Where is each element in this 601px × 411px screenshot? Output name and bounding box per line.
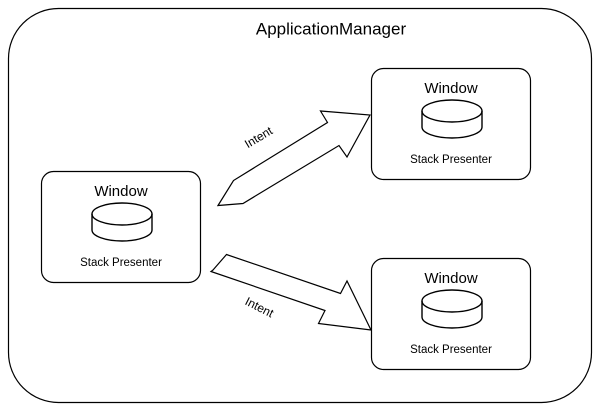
edge-upper-intent[interactable]: Intent bbox=[216, 110, 371, 207]
intent-arrow-down[interactable] bbox=[209, 253, 373, 331]
node-window-bottom-right[interactable]: Window Stack Presenter bbox=[370, 257, 532, 371]
window-bottom-right-subtitle: Stack Presenter bbox=[410, 344, 492, 356]
intent-arrow-up[interactable] bbox=[216, 110, 371, 207]
window-left-title: Window bbox=[94, 183, 148, 200]
cylinder-icon bbox=[421, 289, 483, 329]
window-top-right-title: Window bbox=[424, 80, 478, 97]
window-bottom-right-title: Window bbox=[424, 270, 478, 287]
cylinder-icon bbox=[421, 99, 483, 139]
node-window-top-right[interactable]: Window Stack Presenter bbox=[370, 67, 532, 181]
window-left-subtitle: Stack Presenter bbox=[80, 257, 162, 269]
window-top-right-subtitle: Stack Presenter bbox=[410, 154, 492, 166]
page-title: ApplicationManager bbox=[256, 19, 407, 38]
cylinder-icon bbox=[91, 202, 153, 242]
node-window-left[interactable]: Window Stack Presenter bbox=[40, 170, 202, 284]
